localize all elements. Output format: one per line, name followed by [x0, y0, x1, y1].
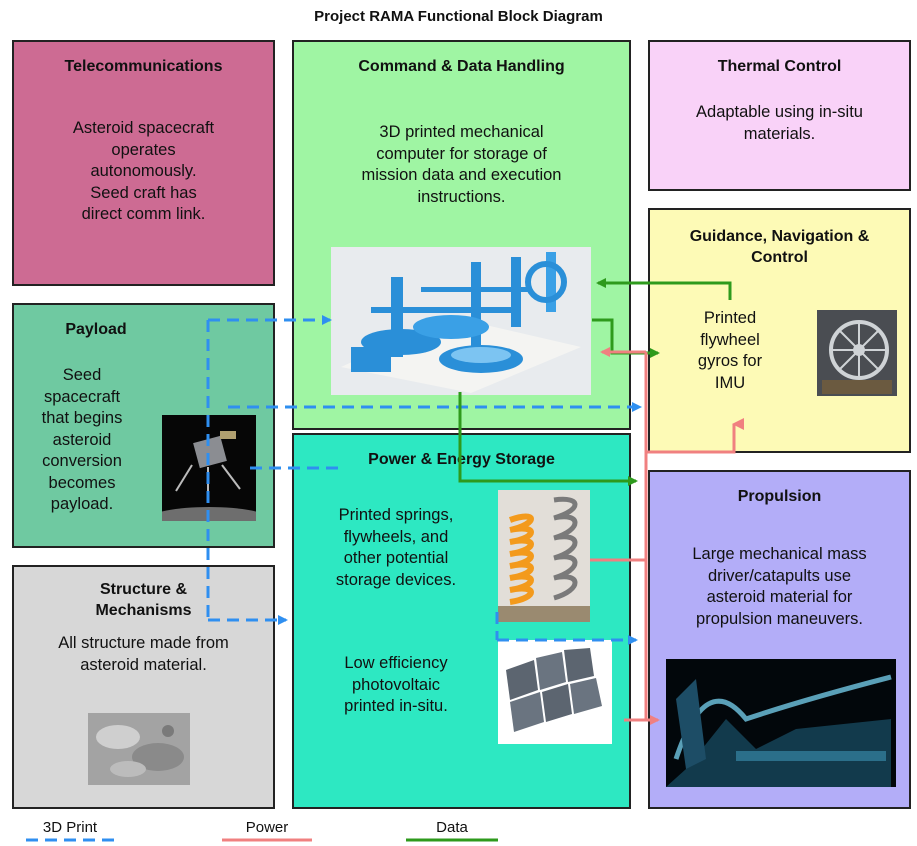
- text-line: Seed: [62, 366, 102, 384]
- mechanical-computer-photo: [331, 247, 591, 395]
- text-line: Printed: [703, 309, 757, 327]
- text-line: that begins: [41, 409, 123, 427]
- text-line: storage devices.: [335, 570, 457, 589]
- power-text-photovoltaic: Low efficiency photovoltaic printed in-s…: [306, 653, 486, 718]
- text-line: mission data and execution: [361, 166, 562, 184]
- seed-spacecraft-photo: [162, 415, 256, 521]
- text-line: asteroid material.: [80, 655, 207, 674]
- text-line: instructions.: [417, 187, 506, 206]
- cdh-text: 3D printed mechanical computer for stora…: [294, 122, 629, 208]
- text-line: payload.: [50, 495, 114, 513]
- payload-block: Payload Seed spacecraft that begins aste…: [12, 303, 275, 548]
- telecom-block: Telecommunications Asteroid spacecraft o…: [12, 40, 275, 286]
- structure-block: Structure & Mechanisms All structure mad…: [12, 565, 275, 809]
- text-line: spacecraft: [43, 387, 121, 406]
- legend-power-label: Power: [245, 819, 289, 836]
- text-line: 3D printed mechanical: [379, 123, 544, 141]
- power-block: Power & Energy Storage Printed springs, …: [292, 433, 631, 809]
- propulsion-title: Propulsion: [737, 488, 822, 505]
- payload-title: Payload: [65, 321, 127, 338]
- text-line: driver/catapults use: [707, 566, 852, 585]
- text-line: All structure made from: [58, 634, 229, 652]
- text-line: becomes: [48, 473, 116, 492]
- data-line-cdh-to-gnc: [592, 318, 660, 358]
- text-line: photovoltaic: [351, 675, 441, 694]
- text-line: flywheels, and: [343, 527, 449, 546]
- text-line: IMU: [714, 373, 746, 392]
- asteroid-surface-photo: [88, 713, 190, 785]
- cdh-block: Command & Data Handling 3D printed mecha…: [292, 40, 631, 430]
- text-line: direct comm link.: [81, 205, 206, 223]
- text-line: asteroid material for: [706, 588, 853, 606]
- gnc-block: Guidance, Navigation & Control Printed f…: [648, 208, 911, 453]
- payload-text: Seed spacecraft that begins asteroid con…: [22, 365, 142, 516]
- diagram-title: Project RAMA Functional Block Diagram: [314, 8, 603, 25]
- cdh-title: Command & Data Handling: [358, 58, 565, 75]
- text-line: materials.: [743, 124, 816, 143]
- telecom-text: Asteroid spacecraft operates autonomousl…: [14, 118, 273, 226]
- propulsion-text: Large mechanical mass driver/catapults u…: [650, 544, 909, 630]
- text-line: Adaptable using in-situ: [696, 103, 863, 121]
- flywheel-photo: [817, 310, 897, 396]
- text-line: autonomously.: [90, 162, 197, 180]
- gnc-title: Guidance, Navigation & Control: [650, 226, 909, 268]
- thermal-block: Thermal Control Adaptable using in-situ …: [648, 40, 911, 191]
- text-line: propulsion maneuvers.: [696, 609, 863, 628]
- text-line: Low efficiency: [344, 654, 448, 672]
- title-line: Structure &: [99, 581, 188, 598]
- gnc-text: Printed flywheel gyros for IMU: [660, 308, 800, 394]
- legend-data-label: Data: [436, 819, 468, 836]
- title-line: Mechanisms: [95, 602, 192, 619]
- title-line: Guidance, Navigation &: [689, 228, 870, 245]
- legend-print-label: 3D Print: [42, 819, 98, 836]
- springs-photo: [498, 490, 590, 622]
- text-line: Asteroid spacecraft: [72, 119, 215, 137]
- text-line: gyros for: [697, 352, 763, 370]
- text-line: operates: [111, 140, 176, 159]
- telecom-title: Telecommunications: [64, 58, 223, 75]
- data-line-gnc-to-cdh: [596, 278, 732, 300]
- text-line: Seed craft has: [90, 183, 197, 202]
- thermal-title: Thermal Control: [717, 58, 842, 75]
- text-line: conversion: [42, 452, 122, 470]
- text-line: Printed springs,: [338, 506, 454, 524]
- structure-text: All structure made from asteroid materia…: [14, 633, 273, 676]
- structure-title: Structure & Mechanisms: [14, 579, 273, 621]
- text-line: other potential: [343, 549, 449, 567]
- power-line-to-gnc: [646, 418, 744, 454]
- mass-driver-photo: [666, 659, 896, 787]
- solar-panels-photo: [498, 640, 612, 744]
- text-line: asteroid: [52, 430, 112, 449]
- data-line-cdh-to-power: [458, 392, 638, 486]
- title-line: Control: [751, 249, 808, 266]
- thermal-text: Adaptable using in-situ materials.: [650, 102, 909, 145]
- text-line: printed in-situ.: [344, 697, 448, 715]
- propulsion-block: Propulsion Large mechanical mass driver/…: [648, 470, 911, 809]
- power-text-storage: Printed springs, flywheels, and other po…: [306, 505, 486, 591]
- text-line: Large mechanical mass: [692, 545, 867, 563]
- text-line: computer for storage of: [376, 144, 547, 163]
- text-line: flywheel: [700, 330, 760, 349]
